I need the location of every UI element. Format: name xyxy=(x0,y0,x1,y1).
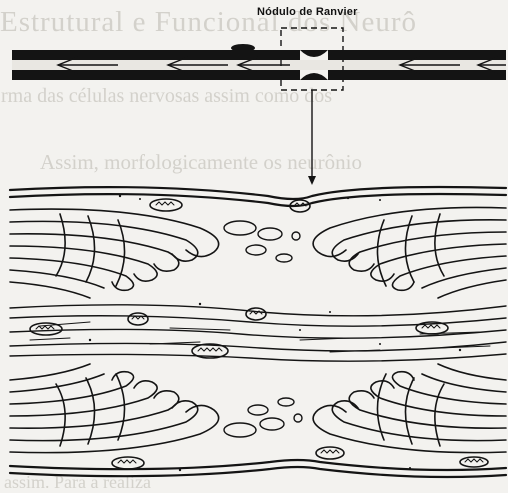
mitochondrion xyxy=(246,308,266,320)
schwann-nucleus xyxy=(231,44,255,52)
mitochondrion xyxy=(128,313,148,325)
axon-overview xyxy=(12,28,506,185)
mitochondria xyxy=(30,199,488,469)
outer-membrane-bottom xyxy=(10,460,506,477)
myelin-lamellae-lower-right xyxy=(313,364,506,453)
mitochondrion xyxy=(30,323,62,335)
axoplasm-filaments xyxy=(10,305,506,361)
node-gap-loops xyxy=(224,221,302,437)
myelin-lamellae-upper-right xyxy=(313,207,506,298)
mitochondrion xyxy=(316,447,344,459)
outer-membrane-top xyxy=(10,187,506,206)
node-of-ranvier-label: Nódulo de Ranvier xyxy=(257,6,358,18)
mitochondrion xyxy=(460,457,488,467)
zoom-pointer-arrowhead xyxy=(308,176,316,185)
mitochondrion xyxy=(112,457,144,469)
myelin-lamellae-upper-left xyxy=(10,209,219,298)
mitochondrion xyxy=(150,199,182,211)
myelin-lamellae-lower-left xyxy=(10,364,219,453)
node-detail-section xyxy=(10,187,506,477)
